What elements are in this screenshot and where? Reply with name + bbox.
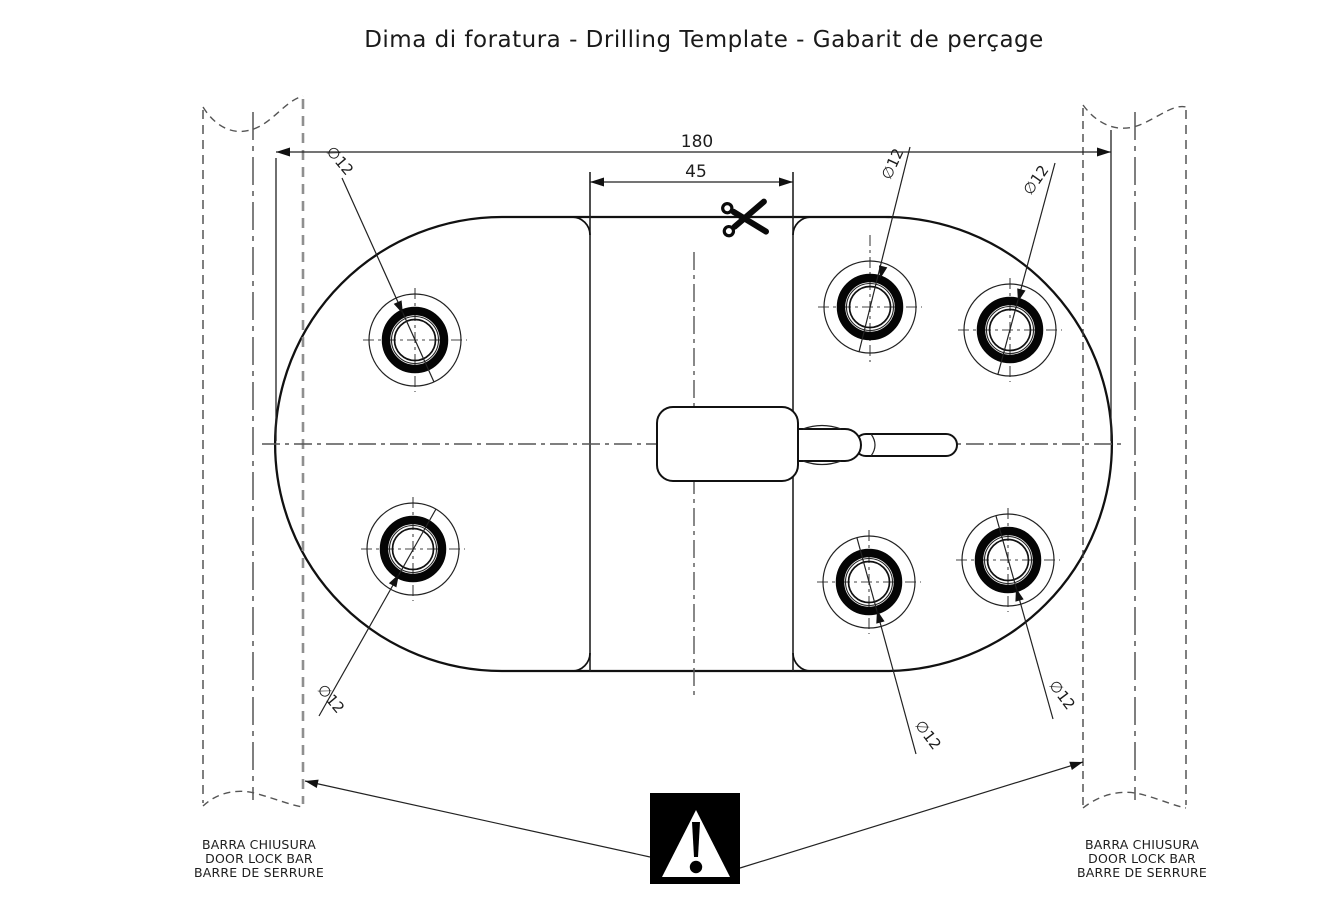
scissors-icon: [721, 198, 769, 238]
lever-shaft: [854, 433, 958, 457]
bar-right-line1: BARRA CHIUSURA: [1085, 837, 1199, 852]
bar-left-line1: BARRA CHIUSURA: [202, 837, 316, 852]
door-lock-bar-right: [1082, 104, 1187, 809]
page-title: Dima di foratura - Drilling Template - G…: [364, 27, 1044, 53]
bar-left-line2: DOOR LOCK BAR: [205, 851, 313, 866]
warning-triangle-icon: [650, 793, 740, 884]
lever-collar: [798, 428, 862, 462]
hole-bottom-right-outer: [956, 508, 1060, 612]
dimension-45: 45: [590, 162, 793, 187]
dimension-180-value: 180: [681, 132, 713, 152]
lock-plate: [656, 406, 799, 482]
dimension-180: 180: [275, 130, 1112, 441]
dimension-45-value: 45: [685, 162, 707, 182]
door-lock-bar-left: [202, 95, 305, 808]
hole-label-bottom-left: ∅12: [314, 681, 348, 717]
door-lock-bar-label-left: BARRA CHIUSURA DOOR LOCK BAR BARRE DE SE…: [194, 837, 324, 880]
hole-bottom-right-inner: [817, 530, 921, 634]
bar-right-line2: DOOR LOCK BAR: [1088, 851, 1196, 866]
warning-callout: [304, 761, 1084, 884]
hole-label-bottom-right-inner: ∅12: [911, 717, 945, 754]
door-lock-bar-label-right: BARRA CHIUSURA DOOR LOCK BAR BARRE DE SE…: [1077, 837, 1207, 880]
bar-right-line3: BARRE DE SERRURE: [1077, 865, 1207, 880]
bar-left-line3: BARRE DE SERRURE: [194, 865, 324, 880]
hole-label-top-left: ∅12: [323, 143, 357, 179]
lock-plate-and-lever: [656, 406, 958, 482]
